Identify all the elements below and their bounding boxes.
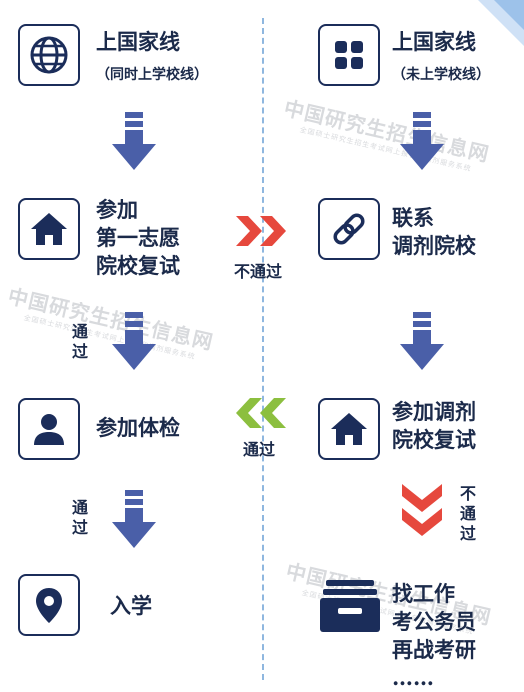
- grid-icon: [318, 24, 380, 86]
- red-right-chevrons: [236, 216, 286, 246]
- watermark: 中国研究生招生信息网 全国硕士研究生招生考试网上报名和调剂服务系统: [279, 92, 492, 177]
- down-arrow: [112, 490, 156, 548]
- down-arrow: [112, 112, 156, 170]
- middle-fail-label: 不通过: [234, 262, 283, 281]
- red-down-chevrons: [402, 484, 442, 536]
- down-arrow: [112, 312, 156, 370]
- left-step-3-title: 参加体检: [96, 415, 180, 440]
- home-icon: [18, 198, 80, 260]
- watermark: 中国研究生招生信息网 全国硕士研究生招生考试网上报名和调剂服务系统: [3, 280, 216, 365]
- location-pin-icon: [18, 574, 80, 636]
- right-step-4-title: 找工作 考公务员 再战考研 ……: [392, 581, 476, 690]
- person-icon: [18, 398, 80, 460]
- left-pass-label-2: 通 过: [72, 498, 89, 537]
- inbox-tray-icon: [320, 580, 380, 632]
- right-step-3-title: 参加调剂 院校复试: [392, 399, 476, 452]
- left-step-4-title: 入学: [110, 593, 152, 618]
- green-left-chevrons: [236, 398, 286, 428]
- down-arrow: [400, 112, 444, 170]
- center-divider: [262, 18, 264, 680]
- link-icon: [318, 198, 380, 260]
- down-arrow: [400, 312, 444, 370]
- right-fail-label: 不 通 过: [460, 484, 477, 543]
- left-step-2-title: 参加 第一志愿 院校复试: [96, 197, 180, 278]
- left-step-1-subtitle: （同时上学校线）: [96, 67, 208, 83]
- right-step-1-title: 上国家线: [392, 29, 476, 54]
- globe-icon: [18, 24, 80, 86]
- corner-decoration-inner: [494, 0, 524, 30]
- home-icon: [318, 398, 380, 460]
- middle-pass-label: 通过: [243, 440, 276, 459]
- right-step-1-subtitle: （未上学校线）: [392, 67, 490, 83]
- left-pass-label-1: 通 过: [72, 322, 89, 361]
- right-step-2-title: 联系 调剂院校: [392, 205, 476, 258]
- left-step-1-title: 上国家线: [96, 29, 180, 54]
